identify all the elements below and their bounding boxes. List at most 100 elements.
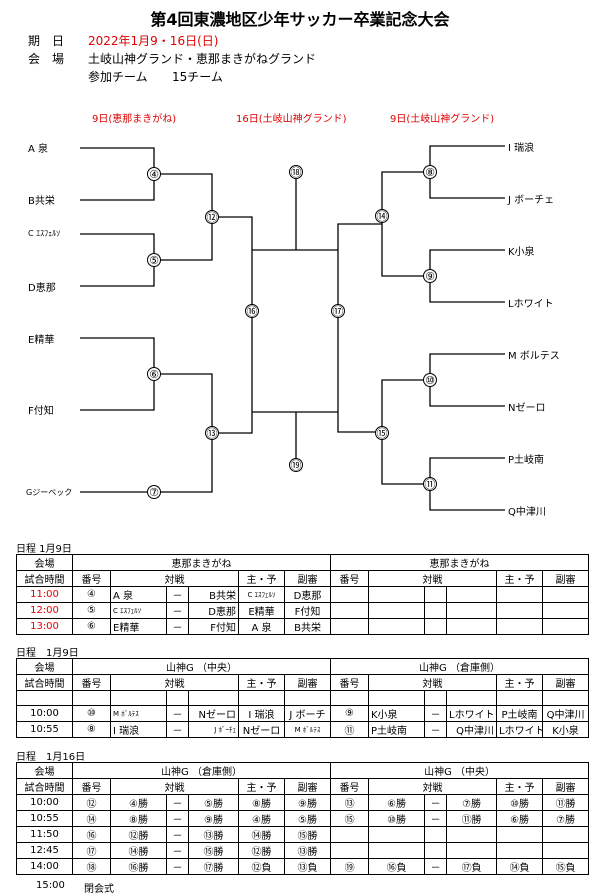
- team-q: Q中津川: [508, 507, 546, 518]
- hdr-ref: 主・予: [238, 778, 285, 795]
- row-team-a-2: K小泉: [368, 705, 425, 722]
- team-d: D恵那: [28, 283, 56, 294]
- row-ref: ⑫負: [238, 858, 285, 875]
- row-num-2: ⑪: [330, 721, 369, 738]
- row-vs: －: [166, 842, 189, 859]
- row-vs: －: [166, 810, 189, 827]
- hdr-sub: 副審: [284, 674, 331, 691]
- hdr-sub: 副審: [283, 778, 332, 795]
- row-vs-2: －: [424, 705, 447, 722]
- row-team-b: ⑮勝: [188, 842, 239, 859]
- match-19: ⑲: [289, 458, 303, 472]
- row-num-2: ⑬: [330, 794, 370, 811]
- row-team-b-2: ⑰負: [446, 858, 498, 875]
- schedule-2-label: 日程 1月9日: [16, 648, 79, 659]
- day-header-center: 16日(土岐山神グランド): [236, 114, 347, 125]
- row-team-b: Nゼーロ: [188, 705, 239, 722]
- row-num-2: ⑮: [330, 810, 370, 827]
- row-sub: ⑨勝: [283, 794, 332, 811]
- venue-label: 会 場: [28, 52, 65, 66]
- hdr-venue: 会場: [16, 658, 73, 675]
- row-vs: －: [166, 794, 189, 811]
- hdr-sub-2: 副審: [541, 674, 590, 691]
- row-sub: J ボーチ: [284, 705, 331, 722]
- schedule-3-label: 日程 1月16日: [16, 752, 86, 763]
- match-6: ⑥: [147, 367, 161, 381]
- row-sub-2: ⑮負: [542, 858, 590, 875]
- row-vs: －: [166, 586, 189, 603]
- row-team-b: J ﾎﾞｰﾁｪ: [188, 721, 239, 738]
- row-vs: －: [166, 705, 189, 722]
- row-time: 10:55: [16, 810, 73, 827]
- row-num-2: ⑨: [330, 705, 369, 722]
- row-time: 12:00: [16, 602, 73, 619]
- date-value: 2022年1月9・16日(日): [88, 34, 219, 48]
- row-ref: ④勝: [238, 810, 285, 827]
- row-team-b: ⑤勝: [188, 794, 239, 811]
- match-14: ⑭: [375, 209, 389, 223]
- team-i: I 瑞浪: [508, 143, 535, 154]
- row-ref-2: ⑥勝: [496, 810, 544, 827]
- row-time: 10:00: [16, 794, 73, 811]
- schedule-table-1: 会場 恵那まきがね 恵那まきがね 試合時間 番号 対戦 主・予 副審 番号 対戦…: [16, 554, 590, 635]
- row-vs: －: [166, 602, 189, 619]
- hdr-ref: 主・予: [238, 674, 285, 691]
- row-vs: －: [166, 618, 189, 635]
- hdr-match: 対戦: [110, 778, 239, 795]
- match-5: ⑤: [147, 253, 161, 267]
- row-sub-2: ⑪勝: [542, 794, 590, 811]
- hdr-num: 番号: [72, 674, 111, 691]
- match-11: ⑪: [423, 477, 437, 491]
- match-18: ⑱: [289, 165, 303, 179]
- row-num: ④: [72, 586, 111, 603]
- date-label: 期 日: [28, 34, 65, 48]
- row-team-b-2: Lホワイト: [446, 705, 497, 722]
- hdr-ref: 主・予: [238, 570, 285, 587]
- row-team-b: F付知: [188, 618, 239, 635]
- row-sub: D恵那: [283, 586, 332, 603]
- schedule-1-label: 日程 1月9日: [16, 544, 72, 555]
- day-header-left: 9日(恵那まきがね): [92, 114, 177, 125]
- venue-right: 恵那まきがね: [330, 554, 590, 571]
- venue-left: 山神G （中央）: [72, 658, 331, 675]
- row-ref: A 泉: [238, 618, 285, 635]
- page-title: 第4回東濃地区少年サッカー卒業記念大会: [150, 10, 450, 29]
- hdr-ref-2: 主・予: [496, 778, 544, 795]
- match-7: ⑦: [147, 485, 161, 499]
- row-sub-2: K小泉: [541, 721, 590, 738]
- hdr-match-2: 対戦: [368, 674, 497, 691]
- hdr-time: 試合時間: [16, 674, 73, 691]
- row-ref-2: P土岐南: [496, 705, 543, 722]
- team-e: E精華: [28, 335, 55, 346]
- row-team-a-2: ⑯負: [368, 858, 426, 875]
- row-team-b-2: ⑦勝: [446, 794, 498, 811]
- row-vs-2: －: [424, 721, 447, 738]
- row-num: ⑧: [72, 721, 111, 738]
- match-17: ⑰: [331, 304, 345, 318]
- hdr-sub: 副審: [283, 570, 332, 587]
- match-10: ⑩: [423, 373, 437, 387]
- teams-label: 参加チーム: [88, 70, 148, 84]
- row-team-b: B共栄: [188, 586, 239, 603]
- hdr-venue: 会場: [16, 762, 73, 779]
- venue-value: 土岐山神グランド・恵那まきがねグランド: [88, 52, 317, 66]
- hdr-num-2: 番号: [330, 570, 370, 587]
- row-team-b: ⑰勝: [188, 858, 239, 875]
- row-team-a: ⑯勝: [110, 858, 167, 875]
- row-sub-2: ⑦勝: [542, 810, 590, 827]
- hdr-match: 対戦: [110, 570, 239, 587]
- row-ref: ⑧勝: [238, 794, 285, 811]
- row-team-a: I 瑞浪: [110, 721, 167, 738]
- schedule-table-2: 会場 山神G （中央） 山神G （倉庫側） 試合時間 番号 対戦 主・予 副審 …: [16, 658, 590, 738]
- hdr-num-2: 番号: [330, 674, 369, 691]
- row-num: ⑤: [72, 602, 111, 619]
- row-sub: F付知: [283, 602, 332, 619]
- venue-left: 恵那まきがね: [71, 554, 332, 571]
- match-13: ⑬: [205, 426, 219, 440]
- row-ref: I 瑞浪: [238, 705, 285, 722]
- hdr-ref-2: 主・予: [496, 674, 543, 691]
- team-m: M ボルテス: [508, 351, 560, 362]
- match-16: ⑯: [245, 304, 259, 318]
- team-f: F付知: [28, 406, 54, 417]
- hdr-venue: 会場: [16, 554, 73, 571]
